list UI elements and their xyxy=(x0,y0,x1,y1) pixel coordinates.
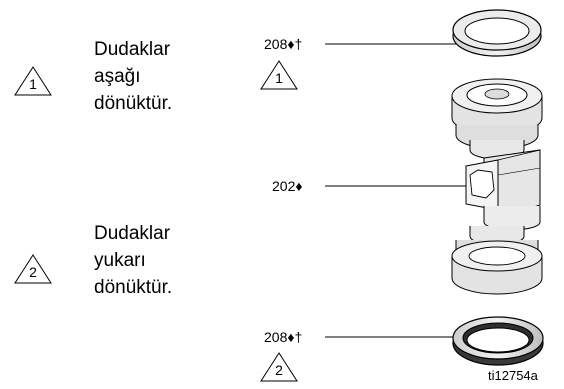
note-2-triangle-icon xyxy=(14,254,52,284)
note-2-number: 2 xyxy=(29,264,37,280)
note-2-line-2: yukarı xyxy=(94,250,146,271)
top-seal-ring xyxy=(452,9,542,57)
note-2-line-3: dönüktür. xyxy=(94,277,173,298)
bottom-note-triangle-icon xyxy=(260,352,298,382)
note-1-line-3: dönüktür. xyxy=(94,93,173,114)
note-1-line-2: aşağı xyxy=(94,66,141,87)
bottom-part-callout: 208♦† xyxy=(264,329,303,345)
note-2-text: Dudaklar yukarı dönüktür. xyxy=(94,220,172,301)
lower-gland xyxy=(451,226,543,295)
top-part-callout: 208♦† xyxy=(264,36,303,52)
top-note-number: 1 xyxy=(275,70,283,86)
figure-id: ti12754a xyxy=(488,368,538,383)
note-1-triangle-icon xyxy=(14,66,52,96)
note-2-line-1: Dudaklar xyxy=(94,223,171,244)
bottom-seal-ring xyxy=(452,316,544,366)
note-1-text: Dudaklar aşağı dönüktür. xyxy=(94,36,172,117)
top-note-triangle-icon xyxy=(260,60,298,90)
upper-gland xyxy=(451,78,543,160)
center-body xyxy=(465,149,541,231)
note-1-number: 1 xyxy=(29,76,37,92)
mid-part-callout: 202♦ xyxy=(272,178,303,194)
bottom-note-number: 2 xyxy=(275,362,283,378)
note-1-line-1: Dudaklar xyxy=(94,39,171,60)
